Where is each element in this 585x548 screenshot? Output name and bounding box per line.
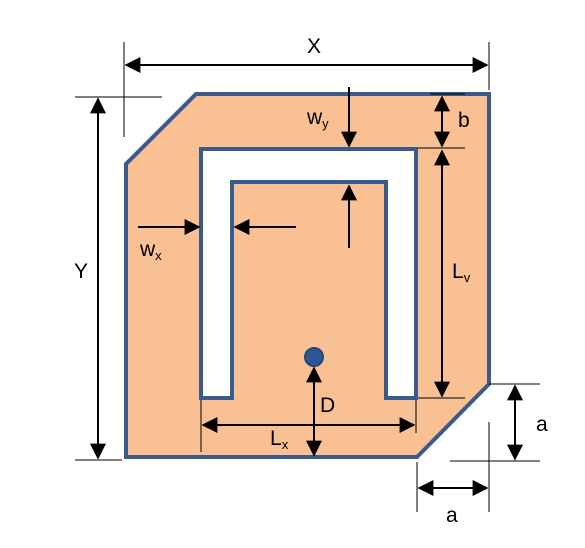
lx-label: Lx <box>270 427 289 452</box>
feed-point <box>304 347 324 367</box>
wy-label: wy <box>306 106 329 131</box>
b-label: b <box>458 109 470 132</box>
wx-label: wx <box>139 238 162 263</box>
d-label: D <box>320 394 335 417</box>
a-bottom-label: a <box>446 504 458 527</box>
y-label: Y <box>74 260 88 283</box>
u-slot <box>199 147 418 400</box>
a-right-label: a <box>536 413 548 436</box>
lv-label: Lv <box>452 260 471 285</box>
x-label: X <box>307 35 321 58</box>
